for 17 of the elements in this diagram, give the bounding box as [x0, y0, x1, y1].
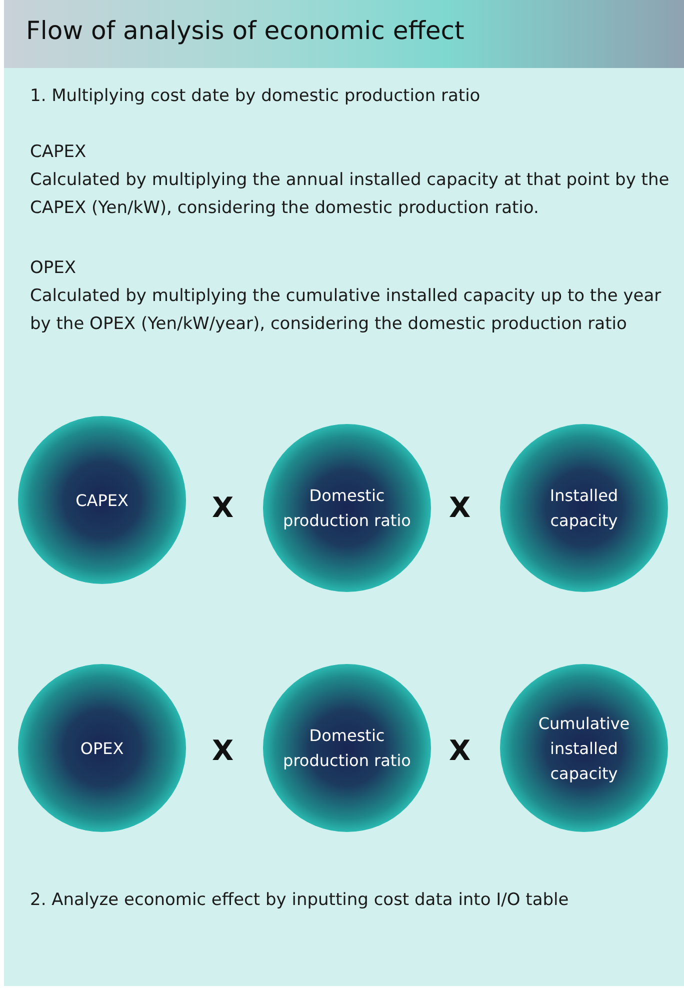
section-heading: 2. Analyze economic effect by inputting cost data into I/O table [30, 889, 570, 912]
section-heading: 1. Multiplying cost date by domestic production ratio [30, 85, 482, 108]
node-label: Domestic production ratio [282, 485, 412, 532]
node-label: CAPEX [76, 490, 128, 512]
title: Flow of analysis of economic effect [26, 16, 464, 45]
node-label: Cumulative installed capacity [537, 712, 631, 784]
multiply-sign: X [449, 734, 471, 767]
subheading: CAPEX [30, 141, 88, 164]
node-label: Installed capacity [548, 485, 620, 532]
node-label: Domestic production ratio [282, 725, 412, 772]
description-text: Calculated by multiplying the annual installed capacity at that point by the CAPEX (Yen/kW), considering the domestic production ratio. [30, 169, 670, 220]
subheading: OPEX [30, 257, 78, 280]
node-label: OPEX [80, 738, 124, 760]
multiply-sign: X [449, 491, 471, 524]
multiply-sign: X [212, 491, 234, 524]
description-text: Calculated by multiplying the cumulative installed capacity up to the year by the OPEX (Yen/kW/year), considering the domestic production ratio [30, 285, 662, 336]
multiply-sign: X [212, 734, 234, 767]
